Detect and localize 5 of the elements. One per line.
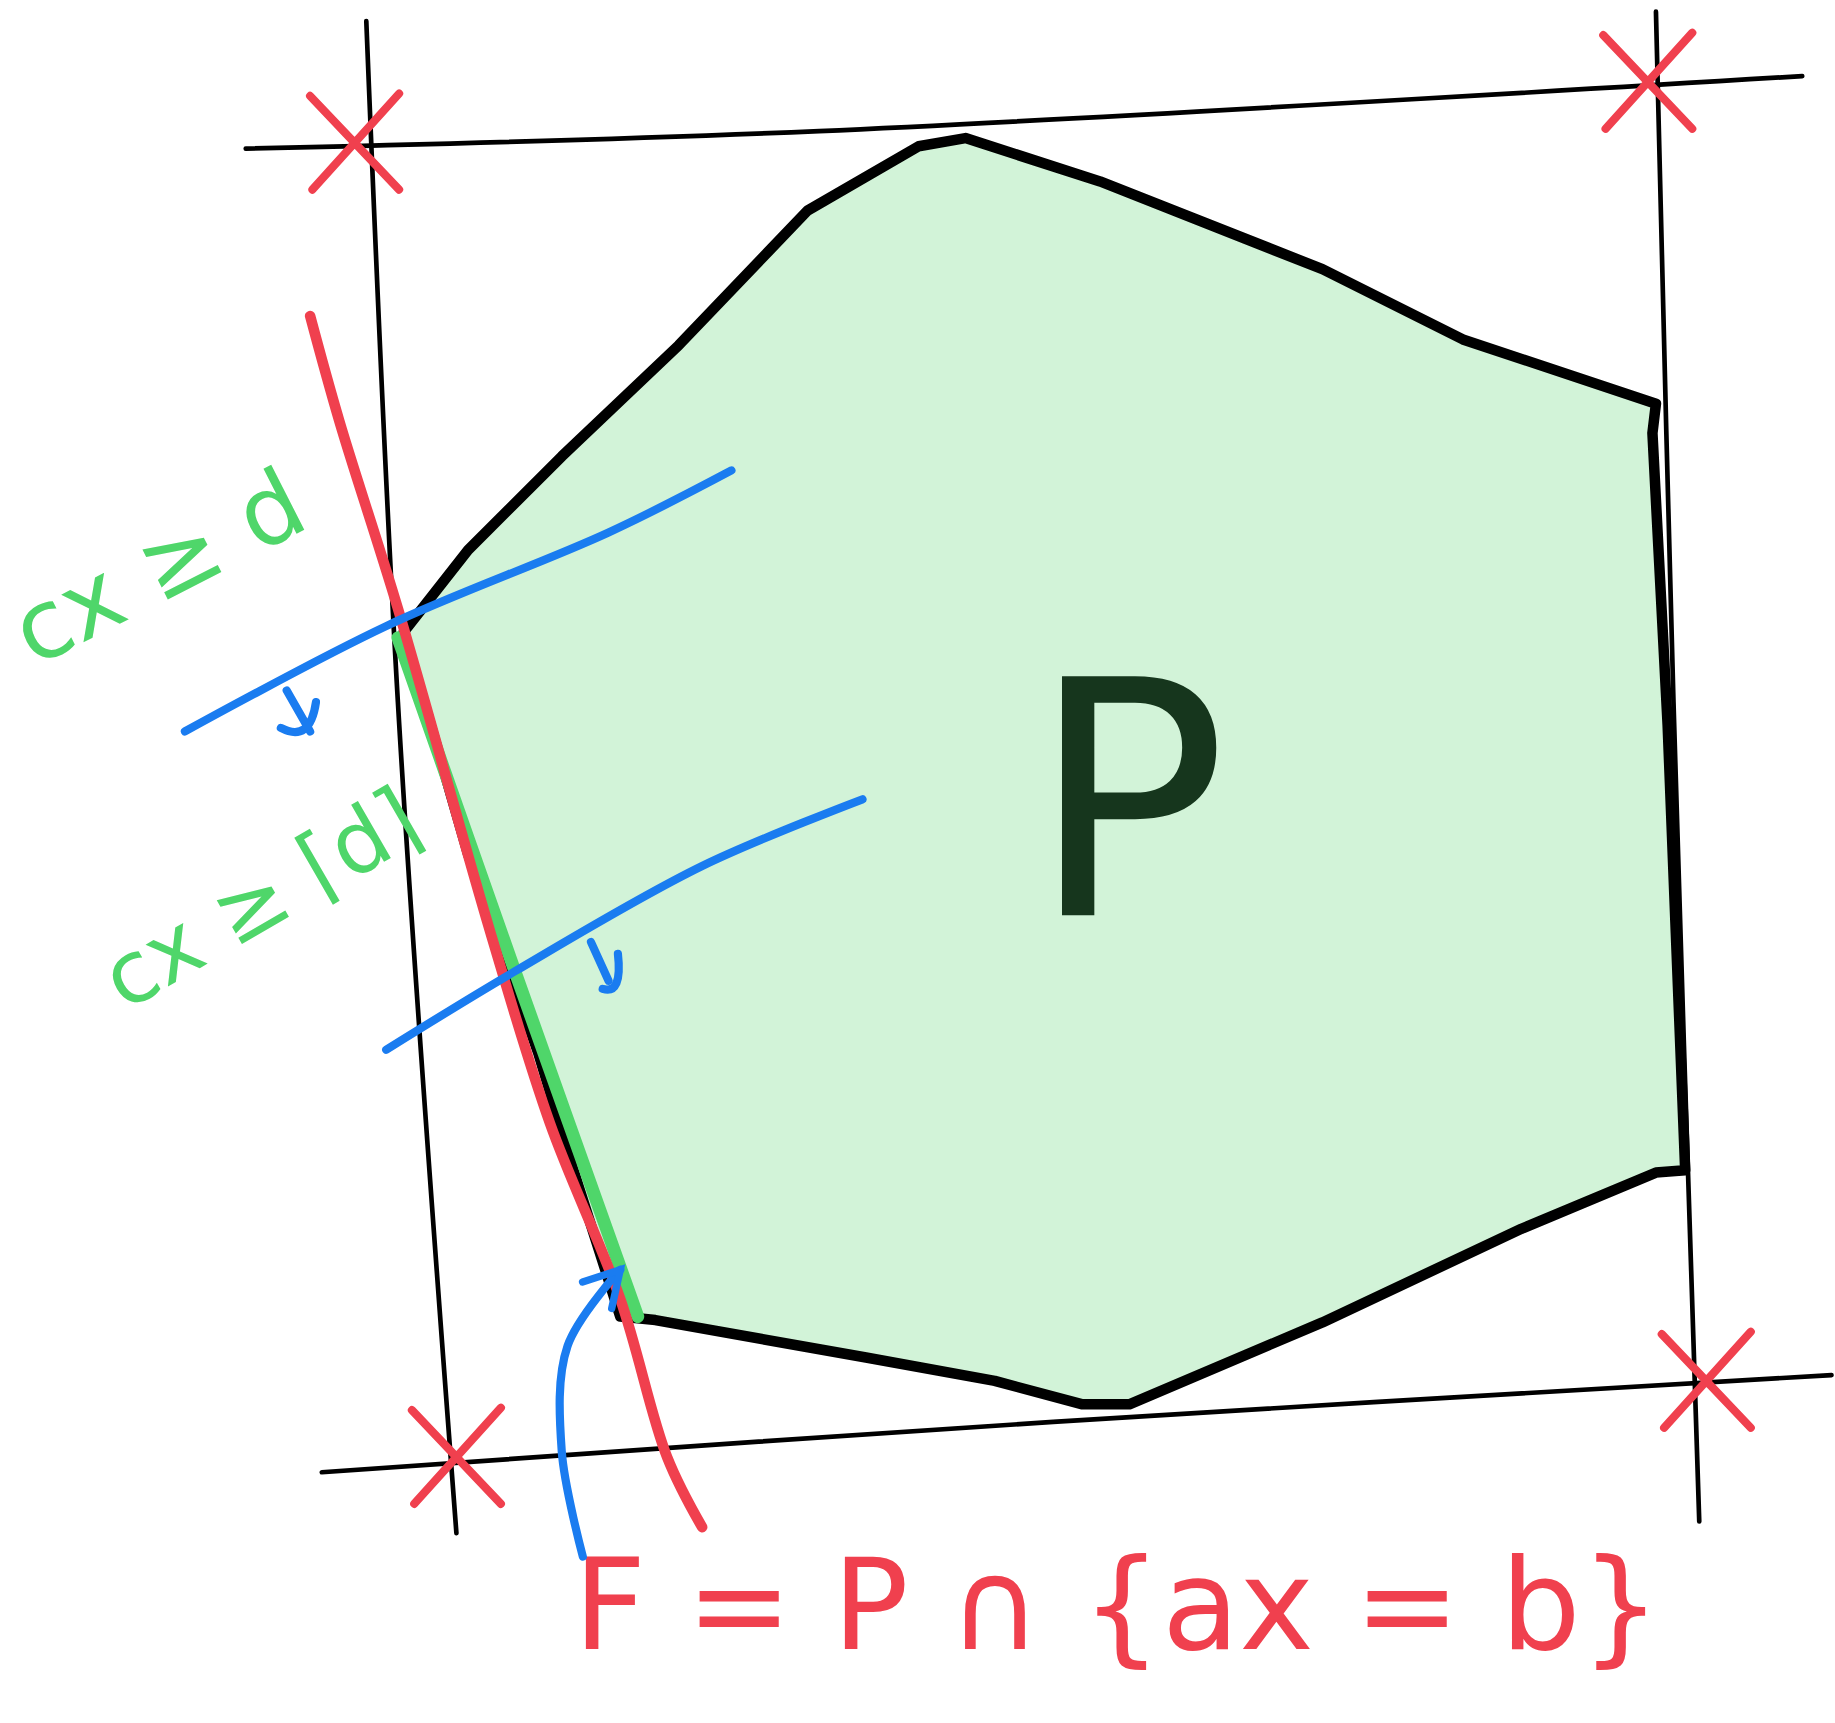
arrow <box>555 1265 625 1561</box>
inequality-label: cx ≥ ⌈d⌉ <box>87 773 434 1023</box>
face-definition: F = P ∩ {ax = b} <box>573 1542 1662 1669</box>
polytope-label: P <box>1029 637 1228 966</box>
inequality-label: cx ≥ d <box>0 454 319 682</box>
